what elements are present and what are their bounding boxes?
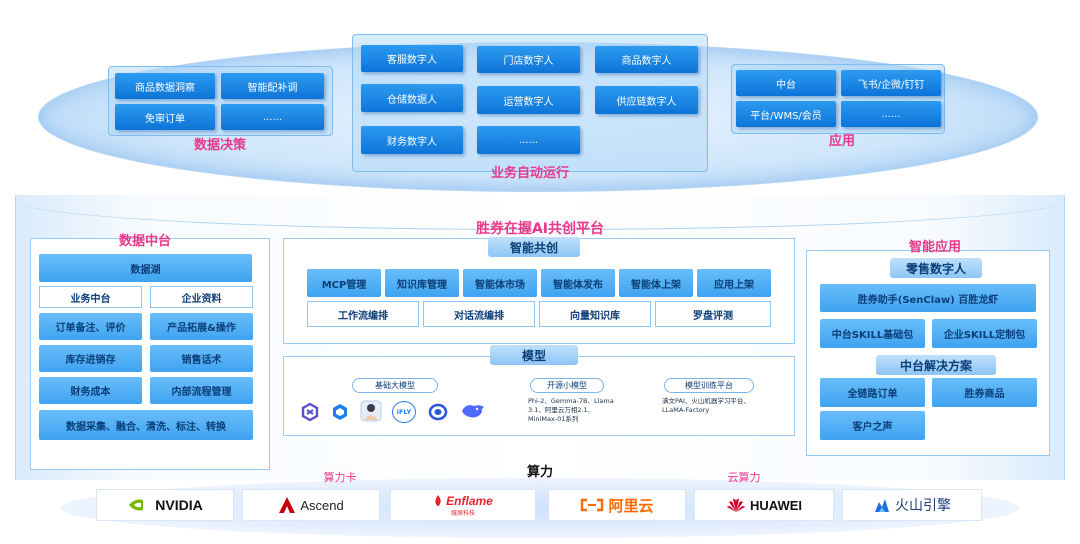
model-panel [283, 356, 795, 436]
model-logo-5-icon [428, 403, 448, 421]
model-logo-iflytek-icon: iFLY [392, 401, 416, 423]
application-title: 应用 [828, 134, 855, 149]
btn-skill-basic[interactable]: 中台SKILL基础包 [820, 319, 925, 348]
vendor-enflame-name: Enflame [446, 493, 493, 508]
btn-vector-kb[interactable]: 向量知识库 [539, 301, 651, 327]
vendor-huawei[interactable]: HUAWEI [694, 489, 834, 521]
btn-kb-manage[interactable]: 知识库管理 [385, 269, 459, 297]
data-decision-title: 数据决策 [193, 138, 246, 153]
btn-business-auto-more[interactable]: ...... [477, 126, 580, 154]
train-platform-line-2: LLaMA-Factory [662, 406, 710, 414]
compute-title: 算力 [526, 465, 553, 480]
btn-order-notes[interactable]: 订单备注、评价 [39, 313, 142, 340]
data-center-title: 数据中台 [118, 234, 171, 249]
open-model-line-3: MiniMax-01系列 [528, 415, 579, 423]
btn-application-more[interactable]: ...... [841, 101, 941, 127]
model-logo-deepseek-icon [462, 405, 484, 418]
btn-inventory[interactable]: 库存进销存 [39, 345, 142, 372]
open-model-line-2: 3.1、阿里云万相2.1、 [528, 406, 595, 414]
btn-cs-digital-human[interactable]: 客服数字人 [361, 45, 463, 72]
btn-data-lake[interactable]: 数据湖 [39, 254, 252, 282]
enflame-flame-icon [435, 494, 441, 506]
btn-warehouse-digital-human[interactable]: 仓储数据人 [361, 84, 463, 112]
btn-product-insight[interactable]: 商品数据洞察 [115, 73, 215, 99]
vendor-aliyun-name: 阿里云 [608, 497, 654, 515]
btn-product-expand[interactable]: 产品拓展&操作 [150, 313, 253, 340]
compute-card-label: 算力卡 [323, 471, 357, 484]
btn-platform-wms-member[interactable]: 平台/WMS/会员 [736, 101, 836, 127]
btn-product-digital-human[interactable]: 商品数字人 [595, 46, 698, 73]
btn-finance-digital-human[interactable]: 财务数字人 [361, 126, 463, 154]
vendor-volcengine-name: 火山引擎 [895, 497, 951, 513]
btn-supply-digital-human[interactable]: 供应链数字人 [595, 86, 698, 114]
cloud-compute-label: 云算力 [727, 471, 761, 484]
smart-app-title: 智能应用 [908, 240, 961, 255]
retail-digital-human-title: 零售数字人 [890, 258, 982, 278]
btn-agent-publish[interactable]: 智能体发布 [541, 269, 615, 297]
model-logo-3-icon [360, 400, 382, 422]
btn-compass-eval[interactable]: 罗盘评测 [655, 301, 771, 327]
middle-solution-title: 中台解决方案 [876, 355, 996, 375]
co-creation-title: 智能共创 [488, 237, 580, 257]
btn-data-pipeline[interactable]: 数据采集、融合、清洗、标注、转换 [39, 410, 253, 440]
btn-customer-voice[interactable]: 客户之声 [820, 411, 925, 440]
btn-sen-product[interactable]: 胜券商品 [932, 378, 1037, 407]
vendor-ascend-name: Ascend [300, 497, 344, 513]
cylinder-rim [15, 170, 1065, 230]
vendor-enflame-sub: 燧原科技 [450, 510, 475, 517]
aliyun-logo-icon [581, 498, 604, 512]
ascend-logo-icon [279, 497, 296, 513]
vendor-nvidia[interactable]: NVIDIA [96, 489, 234, 521]
btn-full-chain-order[interactable]: 全链路订单 [820, 378, 925, 407]
btn-sales-script[interactable]: 销售话术 [150, 345, 253, 372]
btn-business-middle[interactable]: 业务中台 [39, 286, 142, 308]
train-platform-pill: 模型训练平台 [664, 378, 754, 393]
vendor-nvidia-name: NVIDIA [155, 497, 203, 513]
btn-sen-assistant[interactable]: 胜券助手(SenClaw) 百胜龙虾 [820, 284, 1036, 312]
btn-enterprise-info[interactable]: 企业资料 [150, 286, 253, 308]
btn-skill-custom[interactable]: 企业SKILL定制包 [932, 319, 1037, 348]
btn-finance-cost[interactable]: 财务成本 [39, 377, 142, 404]
model-logo-2-icon [333, 404, 347, 420]
open-model-pill: 开源小模型 [530, 378, 604, 393]
vendor-ascend[interactable]: Ascend [242, 489, 380, 521]
btn-smart-replenish[interactable]: 智能配补调 [221, 73, 324, 99]
btn-store-digital-human[interactable]: 门店数字人 [477, 46, 580, 73]
vendor-huawei-name: HUAWEI [750, 497, 802, 513]
vendor-aliyun[interactable]: 阿里云 [548, 489, 686, 521]
huawei-petal-icon [727, 498, 745, 512]
btn-agent-market[interactable]: 智能体市场 [463, 269, 537, 297]
btn-workflow-orchestration[interactable]: 工作流编排 [307, 301, 419, 327]
platform-title: 胜券在握AI共创平台 [475, 221, 605, 237]
base-model-pill: 基础大模型 [352, 378, 438, 393]
btn-ops-digital-human[interactable]: 运营数字人 [477, 86, 580, 114]
btn-feishu-wecom-dingtalk[interactable]: 飞书/企微/钉钉 [841, 70, 941, 96]
nvidia-eye-icon [129, 499, 144, 511]
model-logo-1-icon [301, 402, 319, 422]
btn-app-listing[interactable]: 应用上架 [697, 269, 771, 297]
btn-mcp-manage[interactable]: MCP管理 [307, 269, 381, 297]
btn-middle-platform[interactable]: 中台 [736, 70, 836, 96]
btn-agent-listing[interactable]: 智能体上架 [619, 269, 693, 297]
btn-dialog-orchestration[interactable]: 对话流编排 [423, 301, 535, 327]
btn-internal-process[interactable]: 内部流程管理 [150, 377, 253, 404]
train-platform-line-1: 满文PAI、火山机器学习平台、 [662, 397, 750, 405]
btn-no-review-order[interactable]: 免审订单 [115, 104, 215, 130]
volcengine-logo-icon [875, 499, 889, 512]
vendor-enflame[interactable]: Enflame 燧原科技 [390, 489, 536, 521]
btn-data-decision-more[interactable]: ...... [221, 104, 324, 130]
vendor-volcengine[interactable]: 火山引擎 [842, 489, 982, 521]
open-model-line-1: Phi-2、Gemma-7B、Llama [528, 397, 614, 405]
model-title: 模型 [490, 345, 578, 365]
